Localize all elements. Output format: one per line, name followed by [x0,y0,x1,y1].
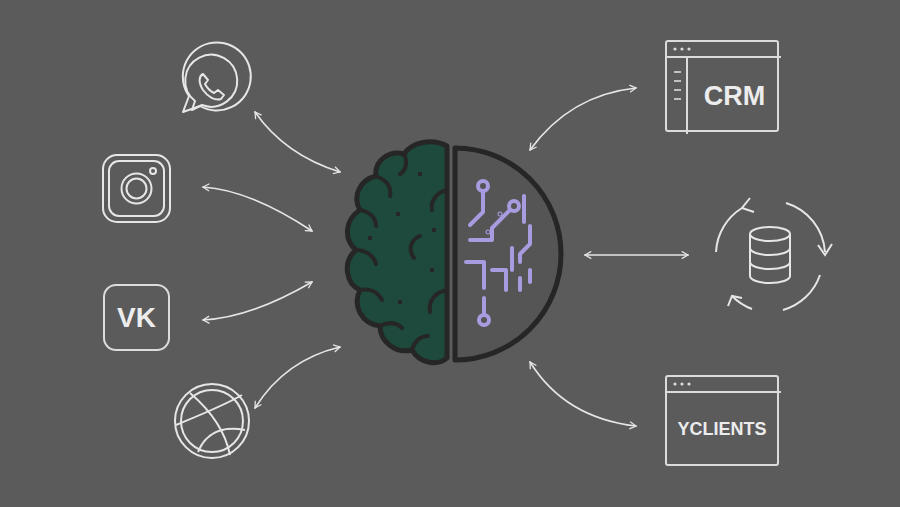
whatsapp-icon [183,42,251,112]
node-label: CRM [704,83,766,110]
connector-arrows [203,88,688,426]
crm-window-box: CRM [665,40,779,132]
database-icon [716,198,832,310]
yclients-window-box: YCLIENTS [665,375,779,466]
brain-illustration [347,142,561,363]
vk-icon-box: VK [103,284,170,351]
instagram-icon [103,155,170,222]
node-label: YCLIENTS [677,420,766,438]
dribbble-icon [175,384,249,458]
node-label: VK [117,304,156,332]
